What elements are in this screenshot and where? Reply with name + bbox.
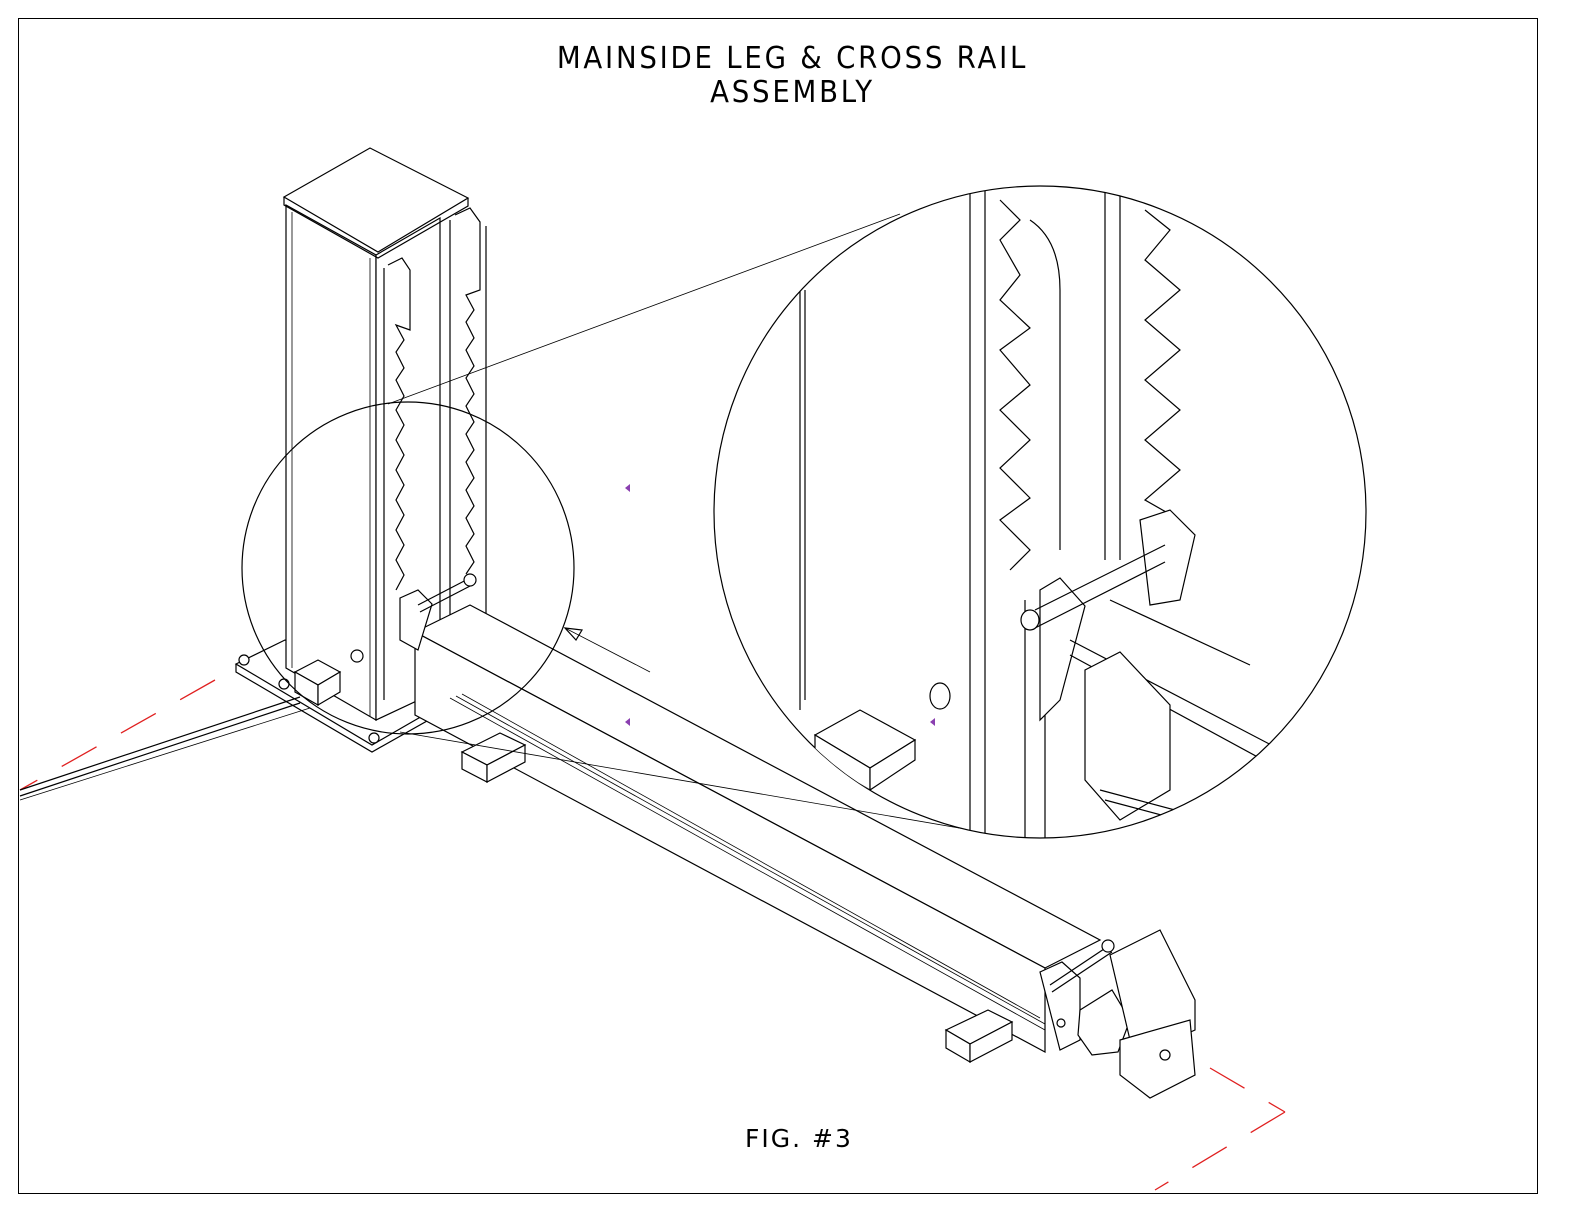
magnified-detail-view (714, 186, 1366, 840)
marker-icon (625, 484, 630, 492)
direction-arrowhead (565, 628, 582, 640)
figure-label: FIG. #3 (745, 1124, 853, 1153)
support-block-far (946, 1010, 1012, 1062)
cable-bundle (20, 697, 310, 800)
